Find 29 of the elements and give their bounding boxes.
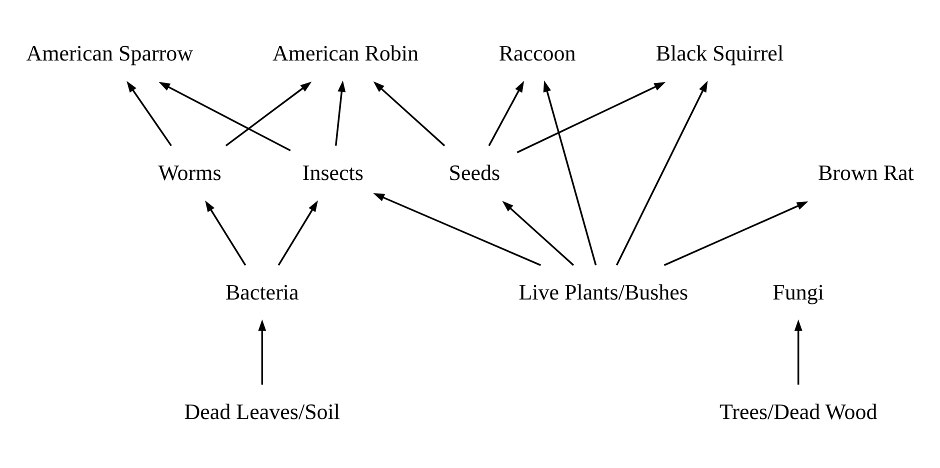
arrow (224, 82, 312, 146)
node-text: Dead Leaves/Soil (184, 399, 340, 424)
node-text: Fungi (772, 280, 824, 305)
node-text: Brown Rat (817, 160, 914, 186)
arrow (615, 80, 708, 266)
node-text: Bacteria (225, 280, 298, 305)
arrow (516, 82, 666, 154)
arrow (372, 81, 445, 146)
arrow (277, 200, 318, 266)
node-text: Worms (158, 160, 221, 186)
arrow (334, 80, 346, 146)
arrow (663, 201, 808, 266)
arrow (794, 320, 802, 385)
arrow (158, 82, 290, 152)
node-text: Live Plants/Bushes (518, 280, 688, 305)
arrow (372, 193, 540, 266)
node-text: Black Squirrel (655, 40, 784, 66)
arrow (126, 81, 172, 146)
node-text: Insects (302, 160, 363, 186)
arrow (258, 320, 266, 385)
arrow (488, 80, 524, 146)
node-text: Raccoon (498, 40, 576, 66)
node-text: Trees/Dead Wood (718, 399, 877, 424)
node-text: Seeds (448, 160, 500, 186)
node-text: American Robin (272, 40, 418, 66)
arrow (502, 200, 574, 266)
node-text: American Sparrow (26, 40, 193, 66)
arrow (204, 200, 246, 266)
arrow (542, 80, 596, 266)
